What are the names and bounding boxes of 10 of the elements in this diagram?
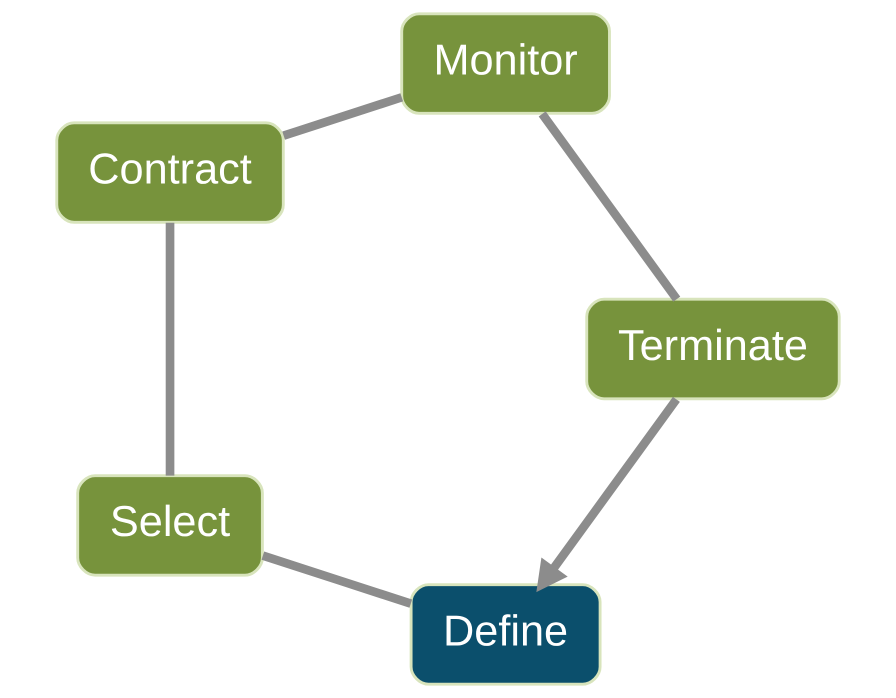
- connector: [166, 222, 174, 476]
- node-box: Terminate: [585, 298, 841, 400]
- connector: [282, 93, 404, 140]
- connector: [262, 551, 412, 608]
- node-box: Select: [76, 474, 264, 577]
- arrow: [536, 396, 680, 592]
- node-box: Define: [410, 583, 602, 686]
- node-box: Monitor: [400, 12, 611, 115]
- node-box: Contract: [55, 121, 285, 224]
- connector: [538, 111, 680, 302]
